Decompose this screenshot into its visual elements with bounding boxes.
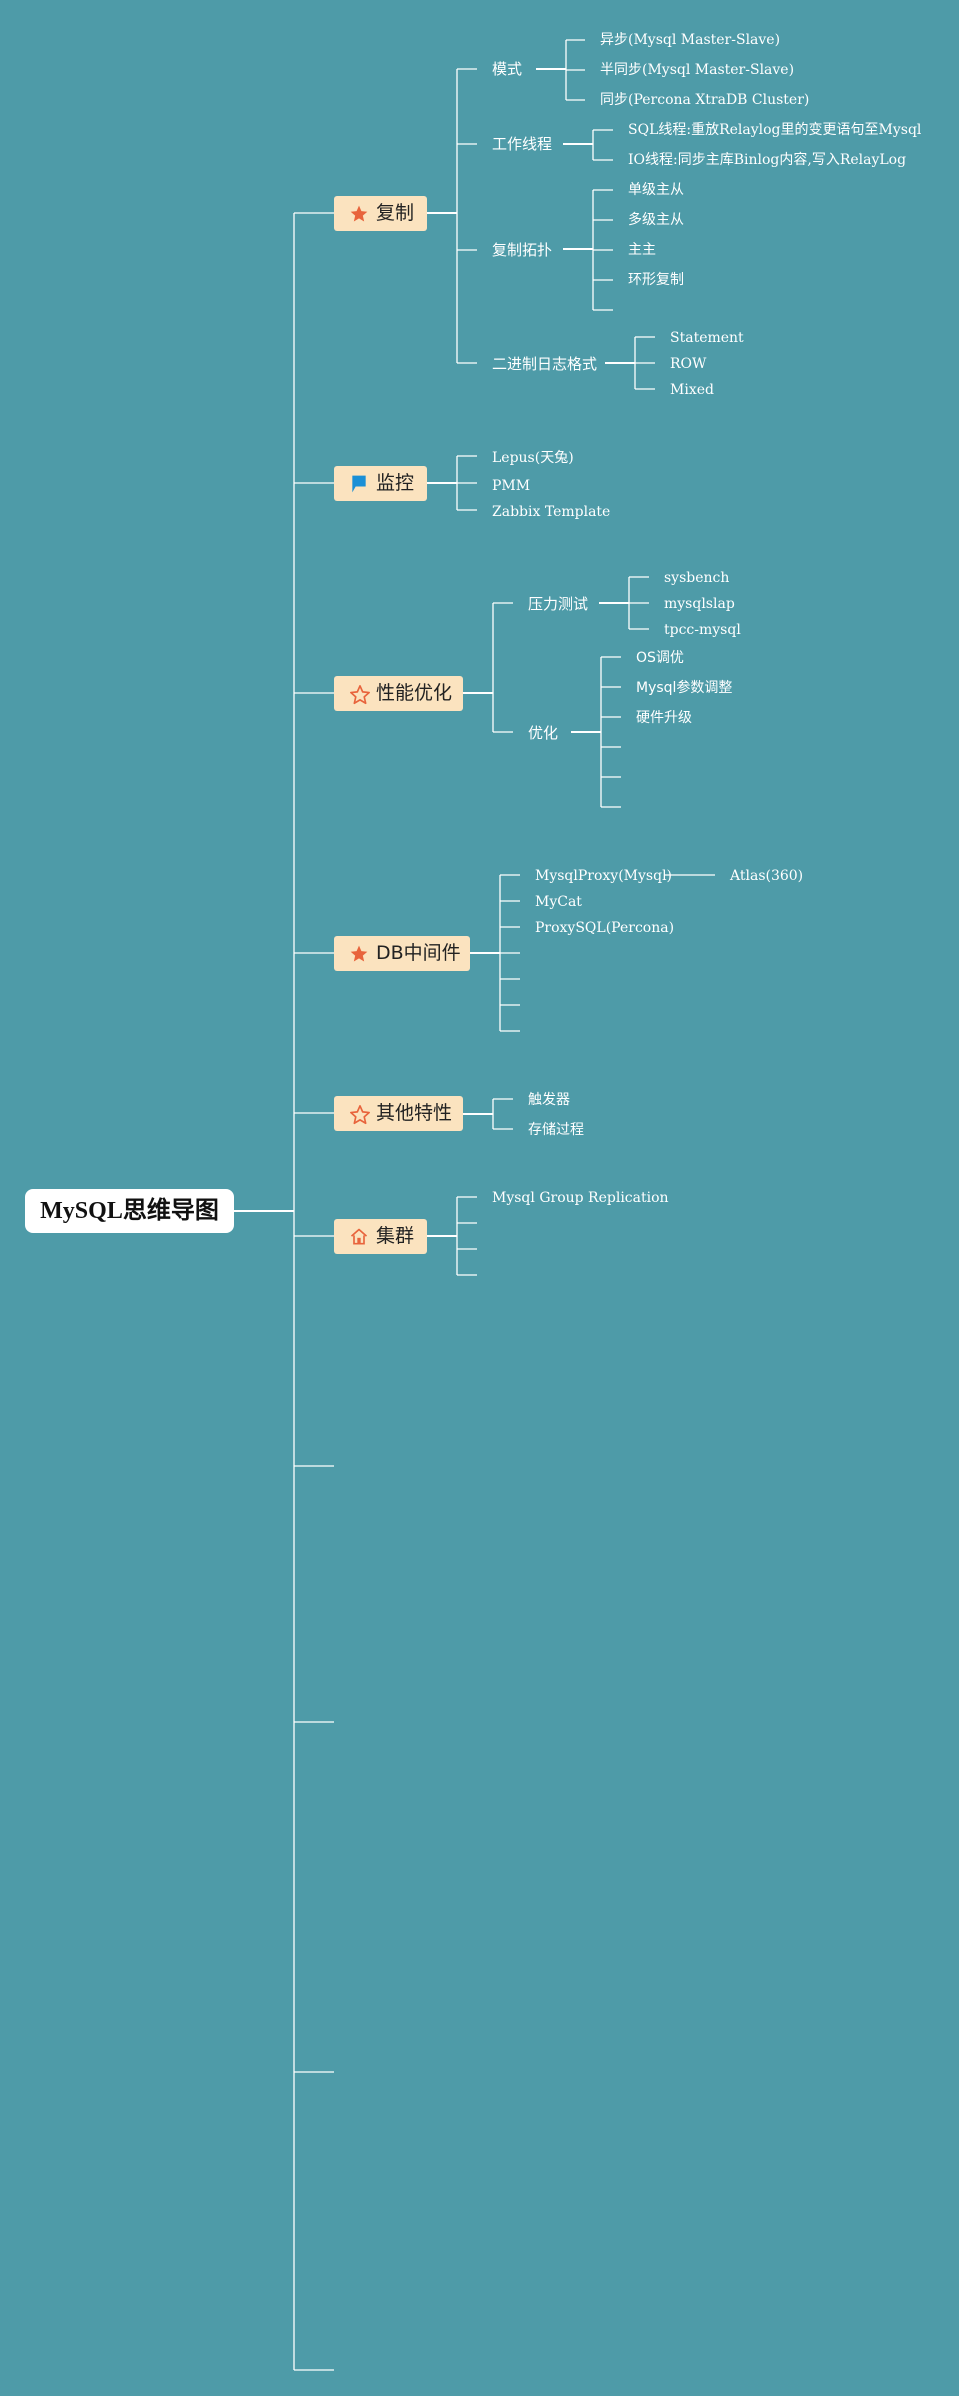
node-middleware[interactable]: DB中间件 xyxy=(334,936,470,971)
flag-icon xyxy=(349,474,369,494)
leaf-proxysql[interactable]: ProxySQL(Percona) xyxy=(535,920,675,936)
leaf-mycat[interactable]: MyCat xyxy=(535,894,582,910)
star-filled-icon xyxy=(349,204,369,224)
leaf-row[interactable]: ROW xyxy=(670,356,707,372)
node-replication[interactable]: 复制 xyxy=(334,196,427,231)
node-cluster-label: 集群 xyxy=(376,1225,415,1247)
leaf-mixed[interactable]: Mixed xyxy=(670,382,714,398)
home-icon xyxy=(349,1227,369,1247)
leaf-stored-procedure[interactable]: 存储过程 xyxy=(528,1122,584,1138)
leaf-hardware[interactable]: 硬件升级 xyxy=(636,710,692,726)
star-outline-icon xyxy=(349,1104,370,1125)
node-binlog-format[interactable]: 二进制日志格式 xyxy=(492,355,598,373)
leaf-tpcc[interactable]: tpcc-mysql xyxy=(664,622,741,638)
leaf-ring[interactable]: 环形复制 xyxy=(628,272,684,288)
leaf-pmm[interactable]: PMM xyxy=(492,478,531,494)
node-performance-label: 性能优化 xyxy=(376,682,453,704)
node-performance[interactable]: 性能优化 xyxy=(334,676,463,711)
leaf-multi-level[interactable]: 多级主从 xyxy=(628,212,684,228)
node-topology[interactable]: 复制拓扑 xyxy=(492,241,553,259)
leaf-group-replication[interactable]: Mysql Group Replication xyxy=(492,1190,669,1206)
star-outline-icon xyxy=(349,684,370,705)
leaf-trigger[interactable]: 触发器 xyxy=(528,1092,570,1108)
leaf-mysqlslap[interactable]: mysqlslap xyxy=(664,596,735,612)
leaf-sql-thread[interactable]: SQL线程:重放Relaylog里的变更语句至Mysql xyxy=(628,122,922,138)
leaf-sysbench[interactable]: sysbench xyxy=(664,570,730,586)
node-replication-label: 复制 xyxy=(376,202,415,224)
leaf-param-tuning[interactable]: Mysql参数调整 xyxy=(636,680,733,696)
leaf-single-level[interactable]: 单级主从 xyxy=(628,182,684,198)
node-threads[interactable]: 工作线程 xyxy=(492,135,553,153)
leaf-os-tuning[interactable]: OS调优 xyxy=(636,650,684,666)
leaf-io-thread[interactable]: IO线程:同步主库Binlog内容,写入RelayLog xyxy=(628,152,907,168)
leaf-lepus[interactable]: Lepus(天兔) xyxy=(492,450,574,466)
leaf-statement[interactable]: Statement xyxy=(670,330,744,346)
node-features[interactable]: 其他特性 xyxy=(334,1096,463,1131)
leaf-master-master[interactable]: 主主 xyxy=(628,242,656,258)
leaf-async[interactable]: 异步(Mysql Master-Slave) xyxy=(600,32,781,48)
root-node[interactable]: MySQL思维导图 xyxy=(25,1189,234,1233)
node-mode[interactable]: 模式 xyxy=(492,60,523,78)
leaf-sync[interactable]: 同步(Percona XtraDB Cluster) xyxy=(600,92,810,108)
leaf-atlas[interactable]: Atlas(360) xyxy=(730,868,804,884)
node-middleware-label: DB中间件 xyxy=(376,942,461,964)
leaf-semisync[interactable]: 半同步(Mysql Master-Slave) xyxy=(600,62,795,78)
node-monitoring-label: 监控 xyxy=(376,472,415,494)
node-cluster[interactable]: 集群 xyxy=(334,1219,427,1254)
node-features-label: 其他特性 xyxy=(376,1102,453,1124)
star-filled-icon xyxy=(349,944,369,964)
node-stress-test[interactable]: 压力测试 xyxy=(528,595,589,613)
leaf-zabbix[interactable]: Zabbix Template xyxy=(492,504,611,520)
node-monitoring[interactable]: 监控 xyxy=(334,466,427,501)
node-tuning[interactable]: 优化 xyxy=(528,724,559,742)
leaf-mysqlproxy[interactable]: MysqlProxy(Mysql) xyxy=(535,868,673,884)
